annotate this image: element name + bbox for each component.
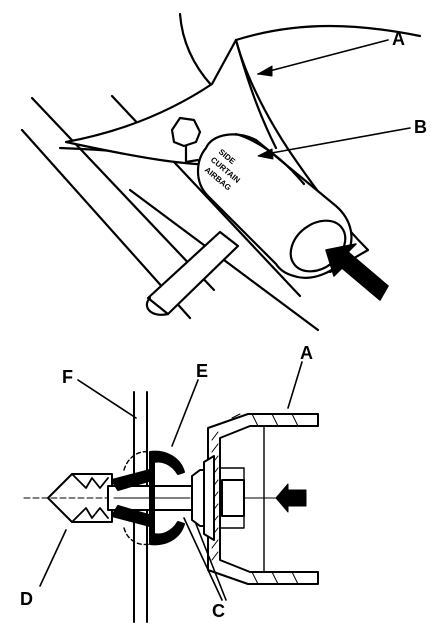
leader-top-b-head	[257, 148, 274, 160]
mounting-rod	[146, 230, 240, 316]
leader-f	[77, 379, 137, 419]
callout-top-a: A	[392, 29, 405, 49]
roof-panel-curve	[178, 12, 214, 88]
rotation-arc-upper	[123, 450, 151, 471]
callout-top-b: B	[414, 117, 427, 137]
leader-bottom-a	[287, 361, 303, 409]
bracket-inner-fold	[234, 38, 278, 150]
leader-e	[171, 379, 199, 447]
leader-c-left	[183, 517, 223, 601]
roof-edge-curve	[234, 24, 422, 42]
callout-bottom-a: A	[300, 343, 313, 363]
grommet-e-inner	[111, 469, 153, 527]
mounting-bolt	[170, 116, 202, 148]
rotation-arc-lower	[123, 527, 151, 546]
retainer-boss	[221, 479, 245, 517]
insertion-arrow	[275, 483, 307, 513]
retainer-ring	[203, 455, 215, 541]
callout-e: E	[196, 361, 209, 381]
grommet-e	[149, 450, 185, 546]
cross-section-illustration	[23, 361, 319, 623]
housing-a-outer	[207, 413, 319, 585]
callout-c: C	[212, 601, 225, 621]
leader-c-right	[195, 523, 227, 601]
push-direction-arrow	[325, 243, 389, 301]
side-rail-upper	[30, 96, 216, 292]
callout-d: D	[20, 589, 33, 609]
bolt-tab	[184, 144, 200, 164]
clip-d-grooves	[71, 473, 109, 523]
callout-f: F	[62, 367, 73, 387]
leader-top-a-head	[257, 65, 273, 77]
rod-foot	[145, 296, 170, 316]
top-view-illustration	[20, 12, 422, 332]
leader-top-b	[265, 127, 411, 155]
leader-top-a	[257, 39, 389, 75]
leader-d	[39, 529, 67, 587]
